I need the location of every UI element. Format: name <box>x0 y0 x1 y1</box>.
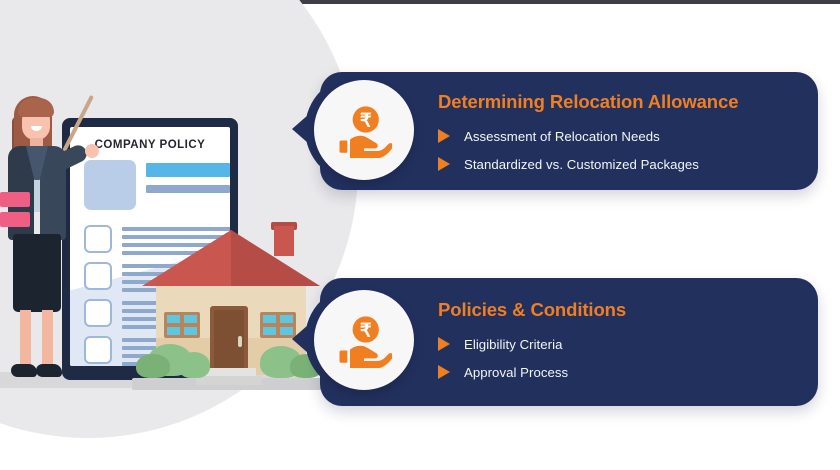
svg-text:₹: ₹ <box>360 320 372 341</box>
checkbox-icon <box>84 336 112 364</box>
svg-text:₹: ₹ <box>360 110 372 131</box>
bullet-item[interactable]: Assessment of Relocation Needs <box>438 122 699 150</box>
bullet-item[interactable]: Approval Process <box>438 358 568 386</box>
badge-pointer-notch <box>292 115 308 143</box>
bush <box>136 354 170 378</box>
checkbox-icon <box>84 262 112 290</box>
presenter-figure <box>0 94 99 388</box>
card-2-icon-badge: ₹ <box>292 285 417 397</box>
bush <box>178 352 210 378</box>
house-illustration <box>132 220 332 390</box>
door-handle-icon <box>238 336 242 347</box>
badge-pointer-notch <box>292 325 308 353</box>
shoe <box>11 364 37 377</box>
clipboard-heading-bar <box>146 163 230 177</box>
rupee-in-hand-icon: ₹ <box>314 290 414 390</box>
chimney <box>274 226 294 256</box>
arrow-right-icon <box>438 337 450 351</box>
skirt <box>13 234 61 312</box>
leg <box>20 310 31 370</box>
card-bullet-list: Assessment of Relocation Needs Standardi… <box>438 122 699 178</box>
house-window-right <box>260 312 296 338</box>
bullet-label: Approval Process <box>464 364 569 380</box>
shoe <box>36 364 62 377</box>
folder <box>0 212 30 227</box>
checkbox-icon <box>84 299 112 327</box>
bullet-item[interactable]: Standardized vs. Customized Packages <box>438 150 699 178</box>
arrow-right-icon <box>438 129 450 143</box>
hair-fringe <box>18 98 54 117</box>
folder <box>0 192 30 207</box>
clipboard-text-lines <box>122 227 230 259</box>
house-step-lower <box>196 376 262 385</box>
house-window-left <box>164 312 200 338</box>
bullet-label: Assessment of Relocation Needs <box>464 128 660 144</box>
clipboard-subheading-bar <box>146 185 230 193</box>
card-title: Determining Relocation Allowance <box>438 91 739 112</box>
smile <box>31 126 42 131</box>
bullet-item[interactable]: Eligibility Criteria <box>438 330 568 358</box>
hand <box>85 144 99 158</box>
bullet-label: Eligibility Criteria <box>464 336 563 352</box>
clipboard-checkbox-row <box>84 225 230 259</box>
rupee-in-hand-icon: ₹ <box>314 80 414 180</box>
card-1-icon-badge: ₹ <box>292 75 417 187</box>
checkbox-icon <box>84 225 112 253</box>
leg <box>42 310 53 370</box>
arrow-right-icon <box>438 365 450 379</box>
bullet-label: Standardized vs. Customized Packages <box>464 156 699 172</box>
card-bullet-list: Eligibility Criteria Approval Process <box>438 330 568 386</box>
clipboard-photo-placeholder <box>84 160 136 210</box>
top-divider-rule <box>190 0 840 4</box>
card-policies-and-conditions[interactable]: Policies & Conditions Eligibility Criter… <box>320 278 818 406</box>
card-title: Policies & Conditions <box>438 299 627 320</box>
clipboard-title: COMPANY POLICY <box>94 139 206 151</box>
arrow-right-icon <box>438 157 450 171</box>
